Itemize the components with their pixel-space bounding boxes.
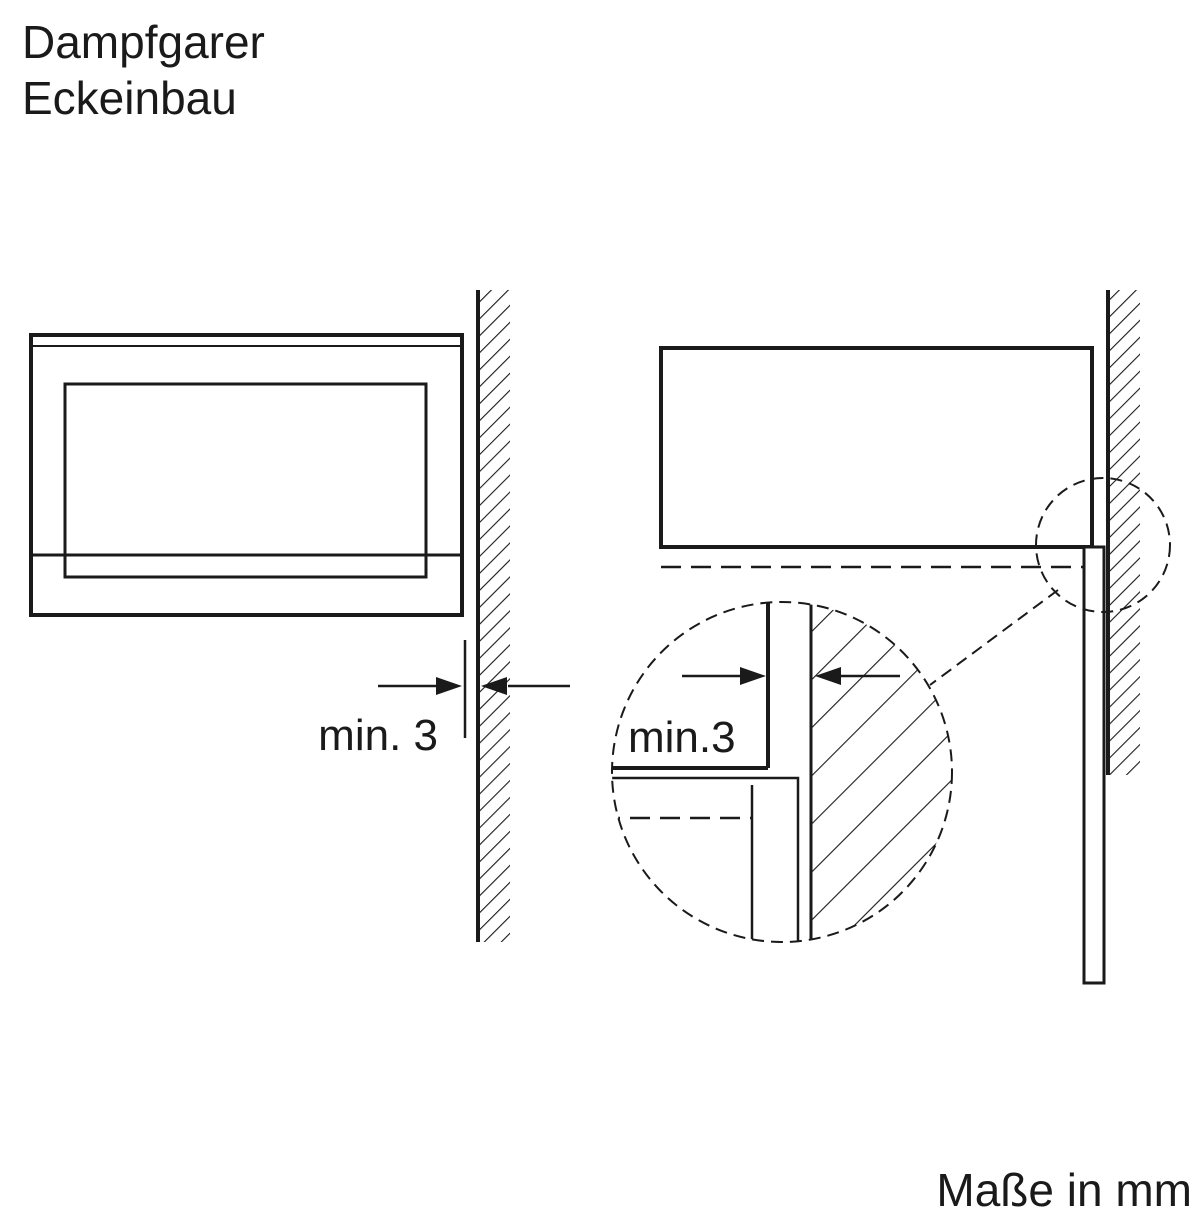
side-wall-right bbox=[1106, 290, 1140, 775]
detail-appliance-corner bbox=[612, 602, 800, 942]
cabinet-door-panel bbox=[1082, 545, 1106, 985]
appliance-side bbox=[659, 346, 1094, 569]
detail-leader-line bbox=[929, 589, 1059, 686]
front-view: min. 3 bbox=[29, 290, 570, 942]
title-line-2: Eckeinbau bbox=[22, 72, 237, 124]
detail-wall-hatch bbox=[811, 602, 952, 942]
appliance-front bbox=[29, 333, 464, 617]
gap-label-detail: min.3 bbox=[628, 713, 736, 762]
side-view bbox=[659, 290, 1171, 985]
gap-dimension-detail bbox=[682, 667, 900, 685]
diagram-title: Dampfgarer Eckeinbau bbox=[22, 14, 265, 126]
units-note: Maße in mm bbox=[936, 1164, 1192, 1216]
side-wall-left bbox=[476, 290, 510, 942]
gap-label-front: min. 3 bbox=[318, 711, 438, 760]
gap-dimension-left bbox=[378, 640, 570, 738]
detail-marker-circle bbox=[1035, 477, 1171, 613]
title-line-1: Dampfgarer bbox=[22, 16, 265, 68]
detail-view: min.3 bbox=[611, 601, 953, 943]
